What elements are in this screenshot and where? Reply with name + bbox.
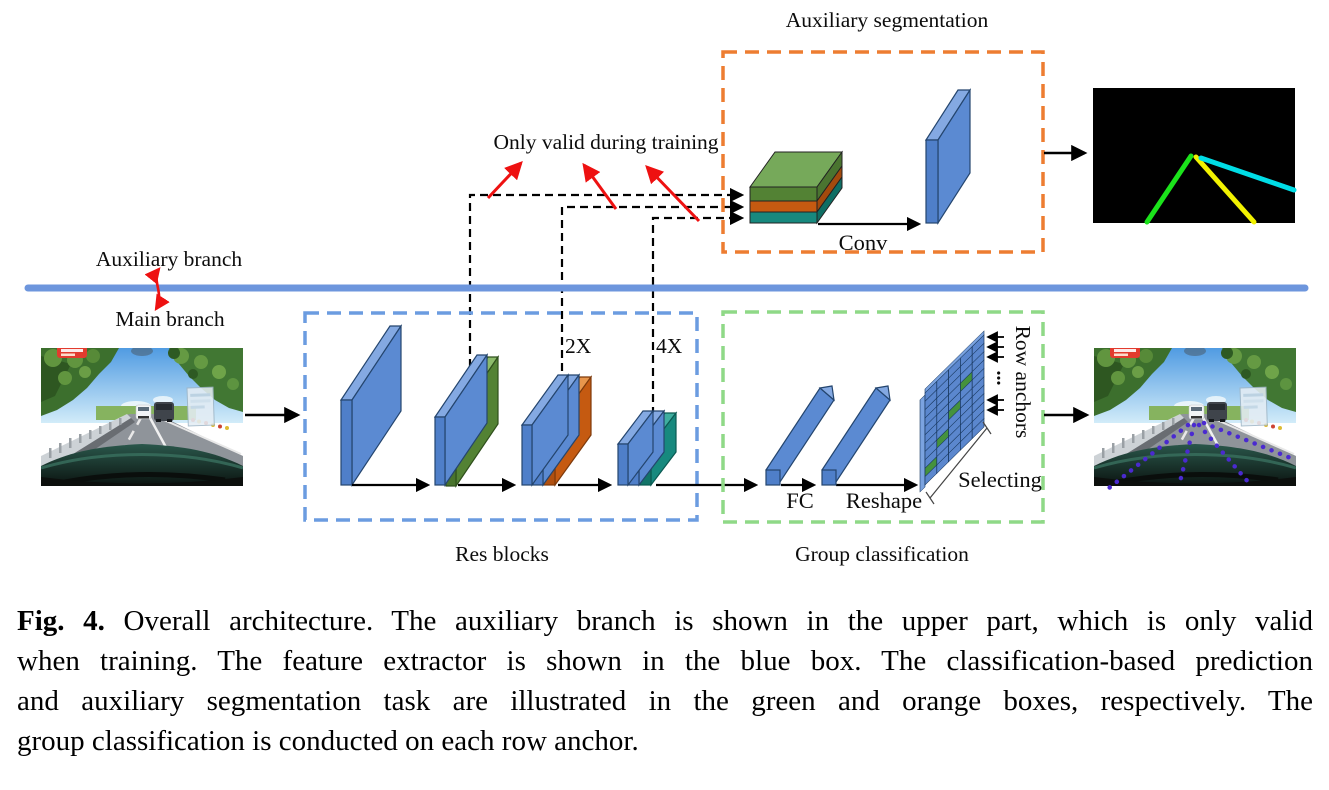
output-road-image (1094, 344, 1296, 495)
row-anchor-dots: ... (992, 371, 1014, 386)
caption-line: when training. The feature extractor is … (17, 645, 1313, 677)
red-arrow-3 (645, 165, 701, 223)
res-blocks-label: Res blocks (455, 542, 549, 566)
figure-caption: Fig. 4. Overall architecture. The auxili… (17, 601, 1313, 761)
branch-double-arrow-icon (144, 267, 170, 311)
dashed-connector-1 (468, 187, 745, 393)
reshape-label: Reshape (846, 488, 922, 513)
fc-label: FC (786, 488, 814, 513)
conv-label: Conv (839, 230, 889, 255)
auxiliary-segmentation-label: Auxiliary segmentation (786, 8, 989, 32)
group-classification-box (721, 310, 1045, 524)
lane-line-green (1144, 153, 1194, 225)
figure-number: Fig. 4. (17, 605, 105, 637)
group-classification-label: Group classification (795, 542, 969, 566)
caption-text: Overall architecture. The auxiliary bran… (123, 605, 1314, 637)
fc-bar (765, 385, 835, 486)
scale-2x-label: 2X (565, 334, 592, 358)
reshape-bar (821, 385, 891, 486)
conv-output-plate (924, 87, 972, 226)
lane-line-cyan (1198, 155, 1297, 193)
red-arrow-2 (582, 162, 618, 210)
row-anchor-arrows (986, 331, 1004, 416)
segmentation-output-image (1093, 88, 1297, 225)
dashed-connector-3 (651, 210, 745, 441)
res-blocks-box (303, 311, 699, 522)
caption-line: and auxiliary segmentation task are illu… (17, 685, 1313, 717)
architecture-diagram: Auxiliary branch Main branch Only valid … (24, 8, 1309, 566)
row-anchors-label: Row anchors (1011, 326, 1035, 439)
selecting-label: Selecting (958, 467, 1042, 492)
scale-4x-label: 4X (656, 334, 683, 358)
selecting-dimension-arrow (925, 421, 992, 505)
red-arrow-1 (486, 161, 523, 200)
caption-line: group classification is conducted on eac… (17, 725, 639, 757)
caption-line: Fig. 4. Overall architecture. The auxili… (17, 601, 1313, 641)
dashed-connector-2 (560, 199, 745, 410)
training-only-connectors (468, 187, 745, 441)
res-block-plates (339, 324, 678, 488)
auxiliary-segmentation-box (721, 50, 1045, 254)
auxiliary-branch-label: Auxiliary branch (96, 247, 243, 271)
only-valid-label: Only valid during training (493, 130, 718, 154)
feature-stack (749, 150, 843, 225)
lane-line-yellow (1193, 154, 1257, 225)
detected-lane-dots (1101, 420, 1296, 495)
classification-grid (919, 330, 985, 493)
input-road-image (41, 344, 243, 486)
only-valid-callout (486, 161, 701, 223)
main-branch-label: Main branch (115, 307, 225, 331)
